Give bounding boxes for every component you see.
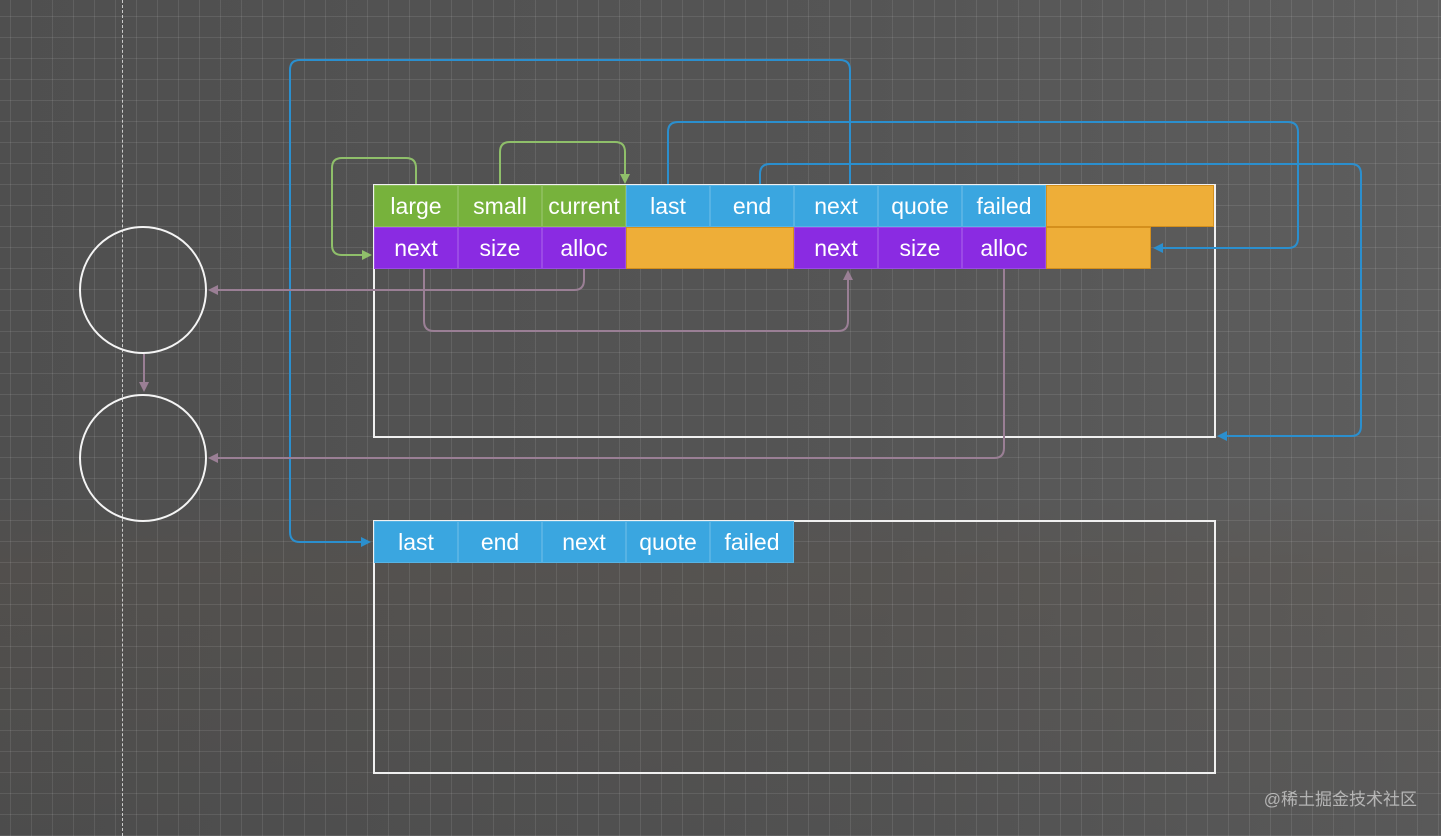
cell-quote: quote (878, 185, 962, 227)
pool2-cell-next: next (542, 521, 626, 563)
cell-current: current (542, 185, 626, 227)
large-next-cell: next (374, 227, 458, 269)
pool2-cell-end: end (458, 521, 542, 563)
free-space-block (1046, 185, 1214, 227)
arrow-next-to-pool2 (289, 59, 851, 547)
arrow-large-to-next (331, 157, 417, 260)
large-size-cell: size (458, 227, 542, 269)
large-size-cell-2: size (878, 227, 962, 269)
cell-next: next (794, 185, 878, 227)
arrow-end-to-pool-end (759, 163, 1362, 441)
watermark: @稀土掘金技术社区 (1263, 790, 1417, 809)
cell-last: last (626, 185, 710, 227)
pool2-cell-failed: failed (710, 521, 794, 563)
large-alloc-cell: alloc (542, 227, 626, 269)
arrow-last-to-free (667, 121, 1299, 253)
large-alloc-node-1 (79, 226, 207, 354)
arrow-alloc-to-node1 (208, 269, 585, 295)
large-alloc-node-2 (79, 394, 207, 522)
large-alloc-cell-2: alloc (962, 227, 1046, 269)
arrow-alloc2-to-node2 (208, 269, 1005, 463)
cell-small: small (458, 185, 542, 227)
cell-failed: failed (962, 185, 1046, 227)
large-next-cell-2: next (794, 227, 878, 269)
arrow-next-to-next (423, 269, 853, 332)
pool2-cell-quote: quote (626, 521, 710, 563)
arrow-small-to-last (499, 141, 630, 184)
pool-block-2 (373, 520, 1216, 774)
cell-large: large (374, 185, 458, 227)
allocated-space-block (626, 227, 794, 269)
pool2-cell-last: last (374, 521, 458, 563)
cell-end: end (710, 185, 794, 227)
end-space-block (1046, 227, 1151, 269)
